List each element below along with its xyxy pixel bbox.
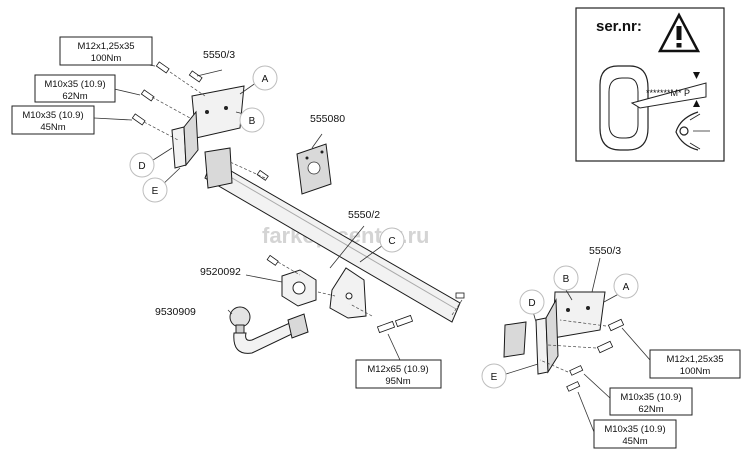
- torque-box-left-m10b: M10x35 (10.9) 45Nm: [11, 105, 95, 135]
- torque-box-right-m10b: M10x35 (10.9) 45Nm: [593, 419, 677, 449]
- callout-e-left: E: [142, 177, 168, 203]
- svg-text:M10x35 (10.9): M10x35 (10.9): [44, 79, 105, 90]
- callout-b-right: B: [553, 265, 579, 291]
- part-number-bracket-right: 5550/3: [589, 245, 621, 257]
- part-number-socket-plate: 9520092: [200, 266, 241, 278]
- svg-text:A: A: [262, 74, 269, 85]
- part-number-bracket-left: 5550/3: [203, 49, 235, 61]
- fasteners: [131, 61, 625, 392]
- svg-text:100Nm: 100Nm: [91, 53, 122, 64]
- callout-d-left: D: [129, 152, 155, 178]
- callout-b-left: B: [239, 107, 265, 133]
- callout-e-right: E: [481, 363, 507, 389]
- svg-text:62Nm: 62Nm: [62, 91, 87, 102]
- torque-box-right-m10a: M10x35 (10.9) 62Nm: [609, 387, 693, 416]
- serial-title: ser.nr:: [596, 18, 642, 35]
- arrow-up-icon: [693, 100, 700, 107]
- torque-box-left-m10a: M10x35 (10.9) 62Nm: [34, 74, 116, 103]
- callouts: A B D E C B A D: [129, 65, 639, 389]
- torque-box-right-m12: M12x1,25x35 100Nm: [649, 349, 741, 379]
- svg-text:M10x35 (10.9): M10x35 (10.9): [620, 392, 681, 403]
- crossbar-end-left: [204, 147, 233, 189]
- part-number-electrical-plate: 555080: [310, 113, 345, 125]
- tow-ball: [229, 306, 309, 354]
- svg-text:D: D: [528, 298, 535, 309]
- center-bracket: [329, 267, 367, 319]
- svg-text:45Nm: 45Nm: [622, 436, 647, 447]
- svg-text:E: E: [491, 372, 498, 383]
- callout-c-center: C: [379, 227, 405, 253]
- svg-text:E: E: [152, 186, 159, 197]
- tow-ball-profile-inner: [608, 77, 639, 139]
- crossbar: [204, 147, 527, 358]
- serial-panel: ser.nr: *******M* P: [575, 7, 725, 162]
- svg-text:M12x1,25x35: M12x1,25x35: [77, 41, 134, 52]
- serial-plate-text: *******M* P: [646, 88, 690, 98]
- torque-box-center-m12: M12x65 (10.9) 95Nm: [355, 359, 442, 389]
- tow-ball-profile: [599, 65, 649, 151]
- part-number-labels: 5550/3 555080 5550/2 9520092 9530909 555…: [155, 49, 621, 318]
- socket-plate: [281, 269, 317, 307]
- leader-lines: [93, 61, 651, 433]
- crossbar-end-right: [503, 321, 527, 358]
- bracket-right: [535, 291, 606, 375]
- serial-plate: [630, 82, 707, 109]
- part-number-crossbar: 5550/2: [348, 209, 380, 221]
- svg-text:M10x35 (10.9): M10x35 (10.9): [22, 110, 83, 121]
- svg-text:M10x35 (10.9): M10x35 (10.9): [604, 424, 665, 435]
- torque-specs: M12x1,25x35 100Nm M10x35 (10.9) 62Nm M10…: [11, 36, 741, 449]
- svg-text:62Nm: 62Nm: [638, 404, 663, 415]
- callout-a-left: A: [252, 65, 278, 91]
- svg-text:C: C: [388, 236, 395, 247]
- torque-box-left-m12: M12x1,25x35 100Nm: [59, 36, 153, 66]
- svg-text:A: A: [623, 282, 630, 293]
- svg-text:B: B: [563, 274, 570, 285]
- callout-a-right: A: [613, 273, 639, 299]
- svg-text:100Nm: 100Nm: [680, 366, 711, 377]
- callout-d-right: D: [519, 289, 545, 315]
- assembly-lines: [143, 71, 607, 373]
- svg-text:M12x1,25x35: M12x1,25x35: [666, 354, 723, 365]
- svg-text:D: D: [138, 161, 145, 172]
- part-number-tow-ball: 9530909: [155, 306, 196, 318]
- electrical-plate: [296, 143, 332, 195]
- svg-text:M12x65 (10.9): M12x65 (10.9): [367, 364, 428, 375]
- svg-text:B: B: [249, 116, 256, 127]
- warning-icon: [657, 12, 701, 53]
- arrow-down-icon: [693, 72, 700, 79]
- bracket-left: [171, 85, 245, 169]
- eye-icon: [675, 111, 710, 151]
- svg-text:95Nm: 95Nm: [385, 376, 410, 387]
- svg-text:45Nm: 45Nm: [40, 122, 65, 133]
